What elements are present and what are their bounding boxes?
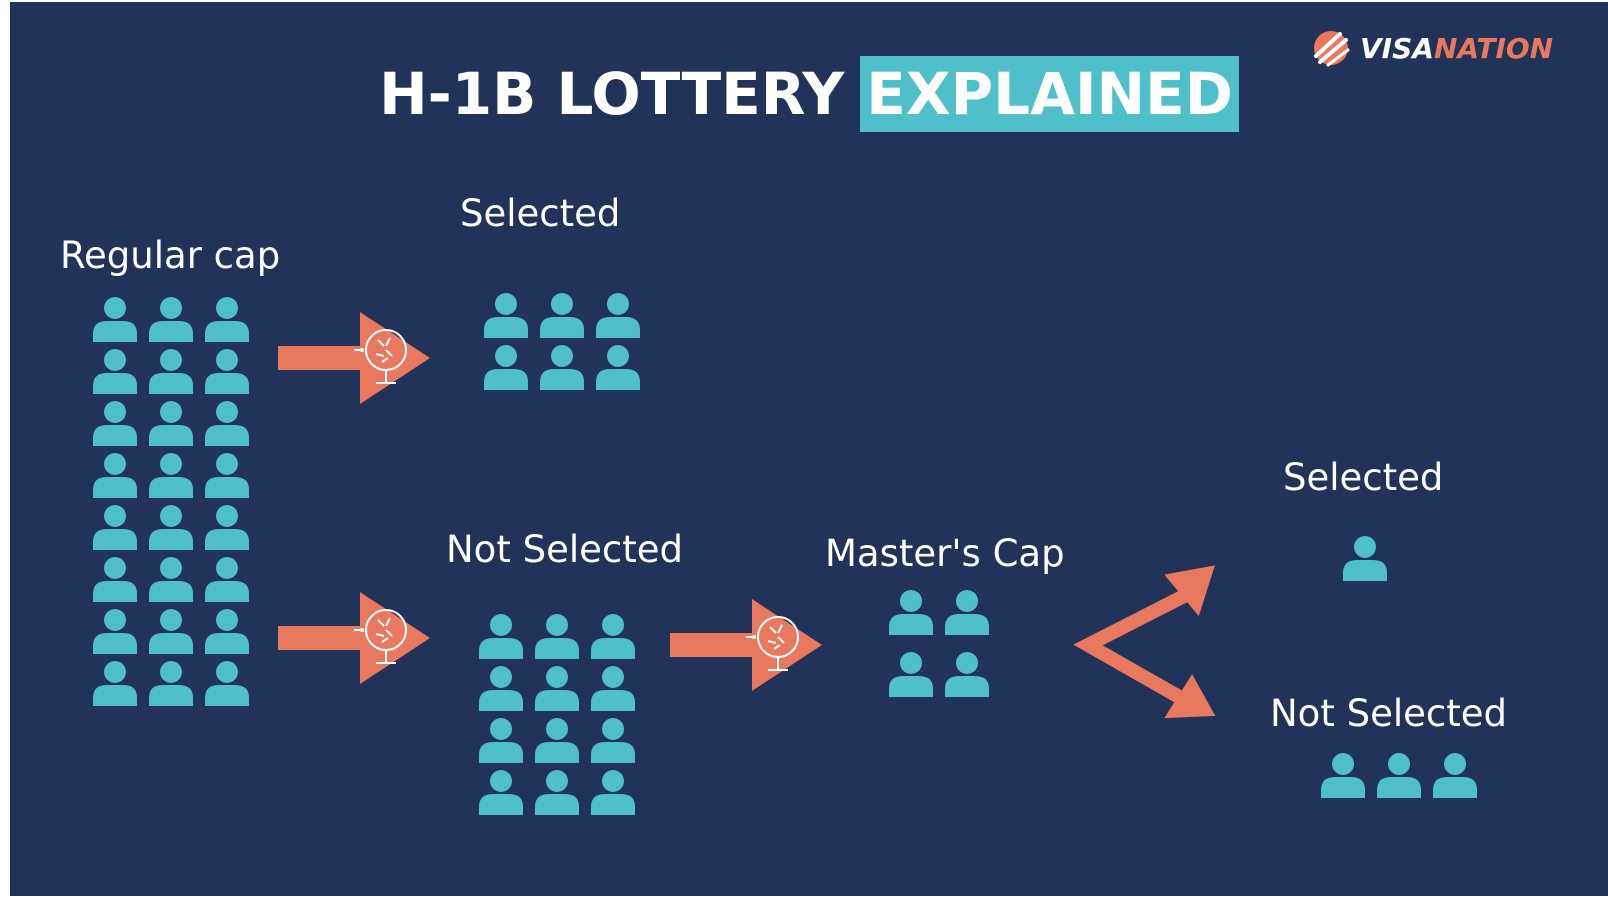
person-icon [479,666,523,711]
person-icon [205,401,249,446]
person-icon [149,609,193,654]
person-icon [591,666,635,711]
person-icon [945,590,989,635]
person-icon [205,453,249,498]
person-icon [205,557,249,602]
person-icon [591,614,635,659]
person-icon [945,652,989,697]
person-icon [93,453,137,498]
person-icon [93,297,137,342]
person-icon [149,453,193,498]
label-selected-first: Selected [460,192,621,235]
person-icon [535,666,579,711]
person-icon [479,614,523,659]
person-icon [205,349,249,394]
person-icon [149,401,193,446]
lottery-drum-icon [669,598,823,692]
person-icon [1321,753,1365,798]
title-highlight: EXPLAINED [860,56,1239,132]
person-icon [93,401,137,446]
person-icon [205,609,249,654]
person-icon [149,505,193,550]
person-icon [540,345,584,390]
person-icon [596,293,640,338]
logo-text-visa: VISA [1360,31,1434,65]
person-icon [205,505,249,550]
person-icon [591,718,635,763]
label-selected-second: Selected [1283,456,1444,499]
person-icon [149,297,193,342]
person-icon [93,349,137,394]
person-icon [205,297,249,342]
person-icon [889,590,933,635]
person-icon [1343,536,1387,581]
label-not-selected-first: Not Selected [446,528,683,571]
person-icon [484,293,528,338]
person-icon [535,718,579,763]
visanation-logo-icon [1314,31,1350,67]
person-icon [596,345,640,390]
person-icon [479,718,523,763]
person-icon [93,661,137,706]
person-icon [591,770,635,815]
person-icon [535,614,579,659]
person-icon [484,345,528,390]
logo-text-nation: NATION [1433,31,1554,65]
person-icon [205,661,249,706]
diagram-canvas: H-1B LOTTERY EXPLAINED VISANATION Regula… [10,2,1608,896]
person-icon [93,557,137,602]
selected-first-group [484,293,640,390]
lottery-arrow-top [277,311,431,405]
not-selected-first-group [479,614,635,815]
person-icon [540,293,584,338]
title-main: H-1B LOTTERY [379,60,845,128]
lottery-arrow-bottom [277,591,431,685]
person-icon [93,505,137,550]
not-selected-second-group [1321,753,1477,798]
lottery-drum-icon [277,311,431,405]
person-icon [149,557,193,602]
person-icon [889,652,933,697]
person-icon [149,349,193,394]
label-masters-cap: Master's Cap [825,532,1065,575]
brand-logo: VISANATION [1310,24,1600,72]
lottery-drum-icon [277,591,431,685]
person-icon [149,661,193,706]
branch-arrows [1073,565,1216,719]
regular-cap-group [93,297,249,706]
person-icon [535,770,579,815]
label-regular-cap: Regular cap [60,234,281,277]
person-icon [93,609,137,654]
page-title: H-1B LOTTERY EXPLAINED [10,50,1608,138]
arrows-layer [277,311,1216,719]
selected-second-group [1343,536,1387,581]
masters-cap-group [889,590,989,697]
person-icon [1433,753,1477,798]
person-icon [479,770,523,815]
lottery-arrow-masters [669,598,823,692]
person-icon [1377,753,1421,798]
label-not-selected-second: Not Selected [1270,692,1507,735]
